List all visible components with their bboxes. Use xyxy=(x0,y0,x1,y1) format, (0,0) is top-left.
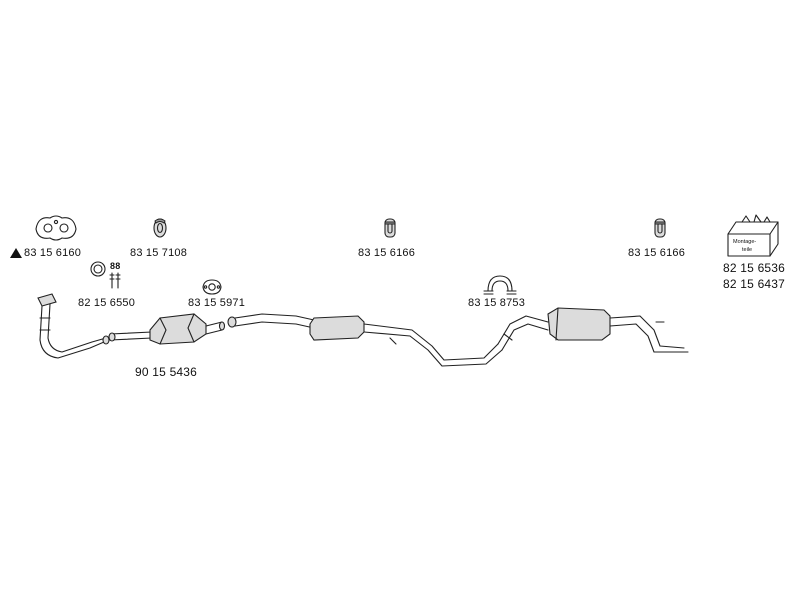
kit-box-text-1: Montage- xyxy=(733,239,756,245)
front-downpipe xyxy=(37,293,110,359)
bolt-icon xyxy=(109,272,121,289)
part-number-hanger-rear: 83 15 6166 xyxy=(628,247,686,259)
rubber-hanger-ring-icon xyxy=(153,218,167,238)
sealing-ring-icon xyxy=(90,261,106,277)
triangle-marker-icon xyxy=(10,248,22,258)
part-number-hanger-middle: 83 15 6166 xyxy=(358,247,416,259)
part-number-gasket-front: 83 15 6160 xyxy=(24,247,82,259)
mounting-kit-box-icon: Montage- teile xyxy=(727,214,779,257)
part-number-front-pipe: 90 15 5436 xyxy=(135,365,198,379)
intermediate-pipe xyxy=(108,331,153,342)
flange-gasket-icon xyxy=(35,215,77,241)
kit-box-text-2: teile xyxy=(742,247,752,253)
part-number-kit-1: 82 15 6536 xyxy=(723,261,786,275)
rubber-hanger-middle-icon xyxy=(384,218,396,238)
bolt-glyph-text: 88 xyxy=(110,261,121,271)
part-number-kit-2: 82 15 6437 xyxy=(723,277,786,291)
catalytic-converter xyxy=(149,313,226,345)
part-number-hanger-ring: 83 15 7108 xyxy=(130,247,188,259)
rear-pipe-with-silencer xyxy=(497,307,689,353)
cat-gasket-icon xyxy=(202,279,222,295)
part-number-clamp-rear: 83 15 8753 xyxy=(468,297,526,309)
pipe-clamp-icon xyxy=(483,275,517,295)
middle-pipe-with-silencer xyxy=(227,313,503,367)
part-number-gasket-cat: 83 15 5971 xyxy=(188,297,246,309)
part-number-ring-bolt: 82 15 6550 xyxy=(78,297,136,309)
rubber-hanger-rear-icon xyxy=(654,218,666,238)
